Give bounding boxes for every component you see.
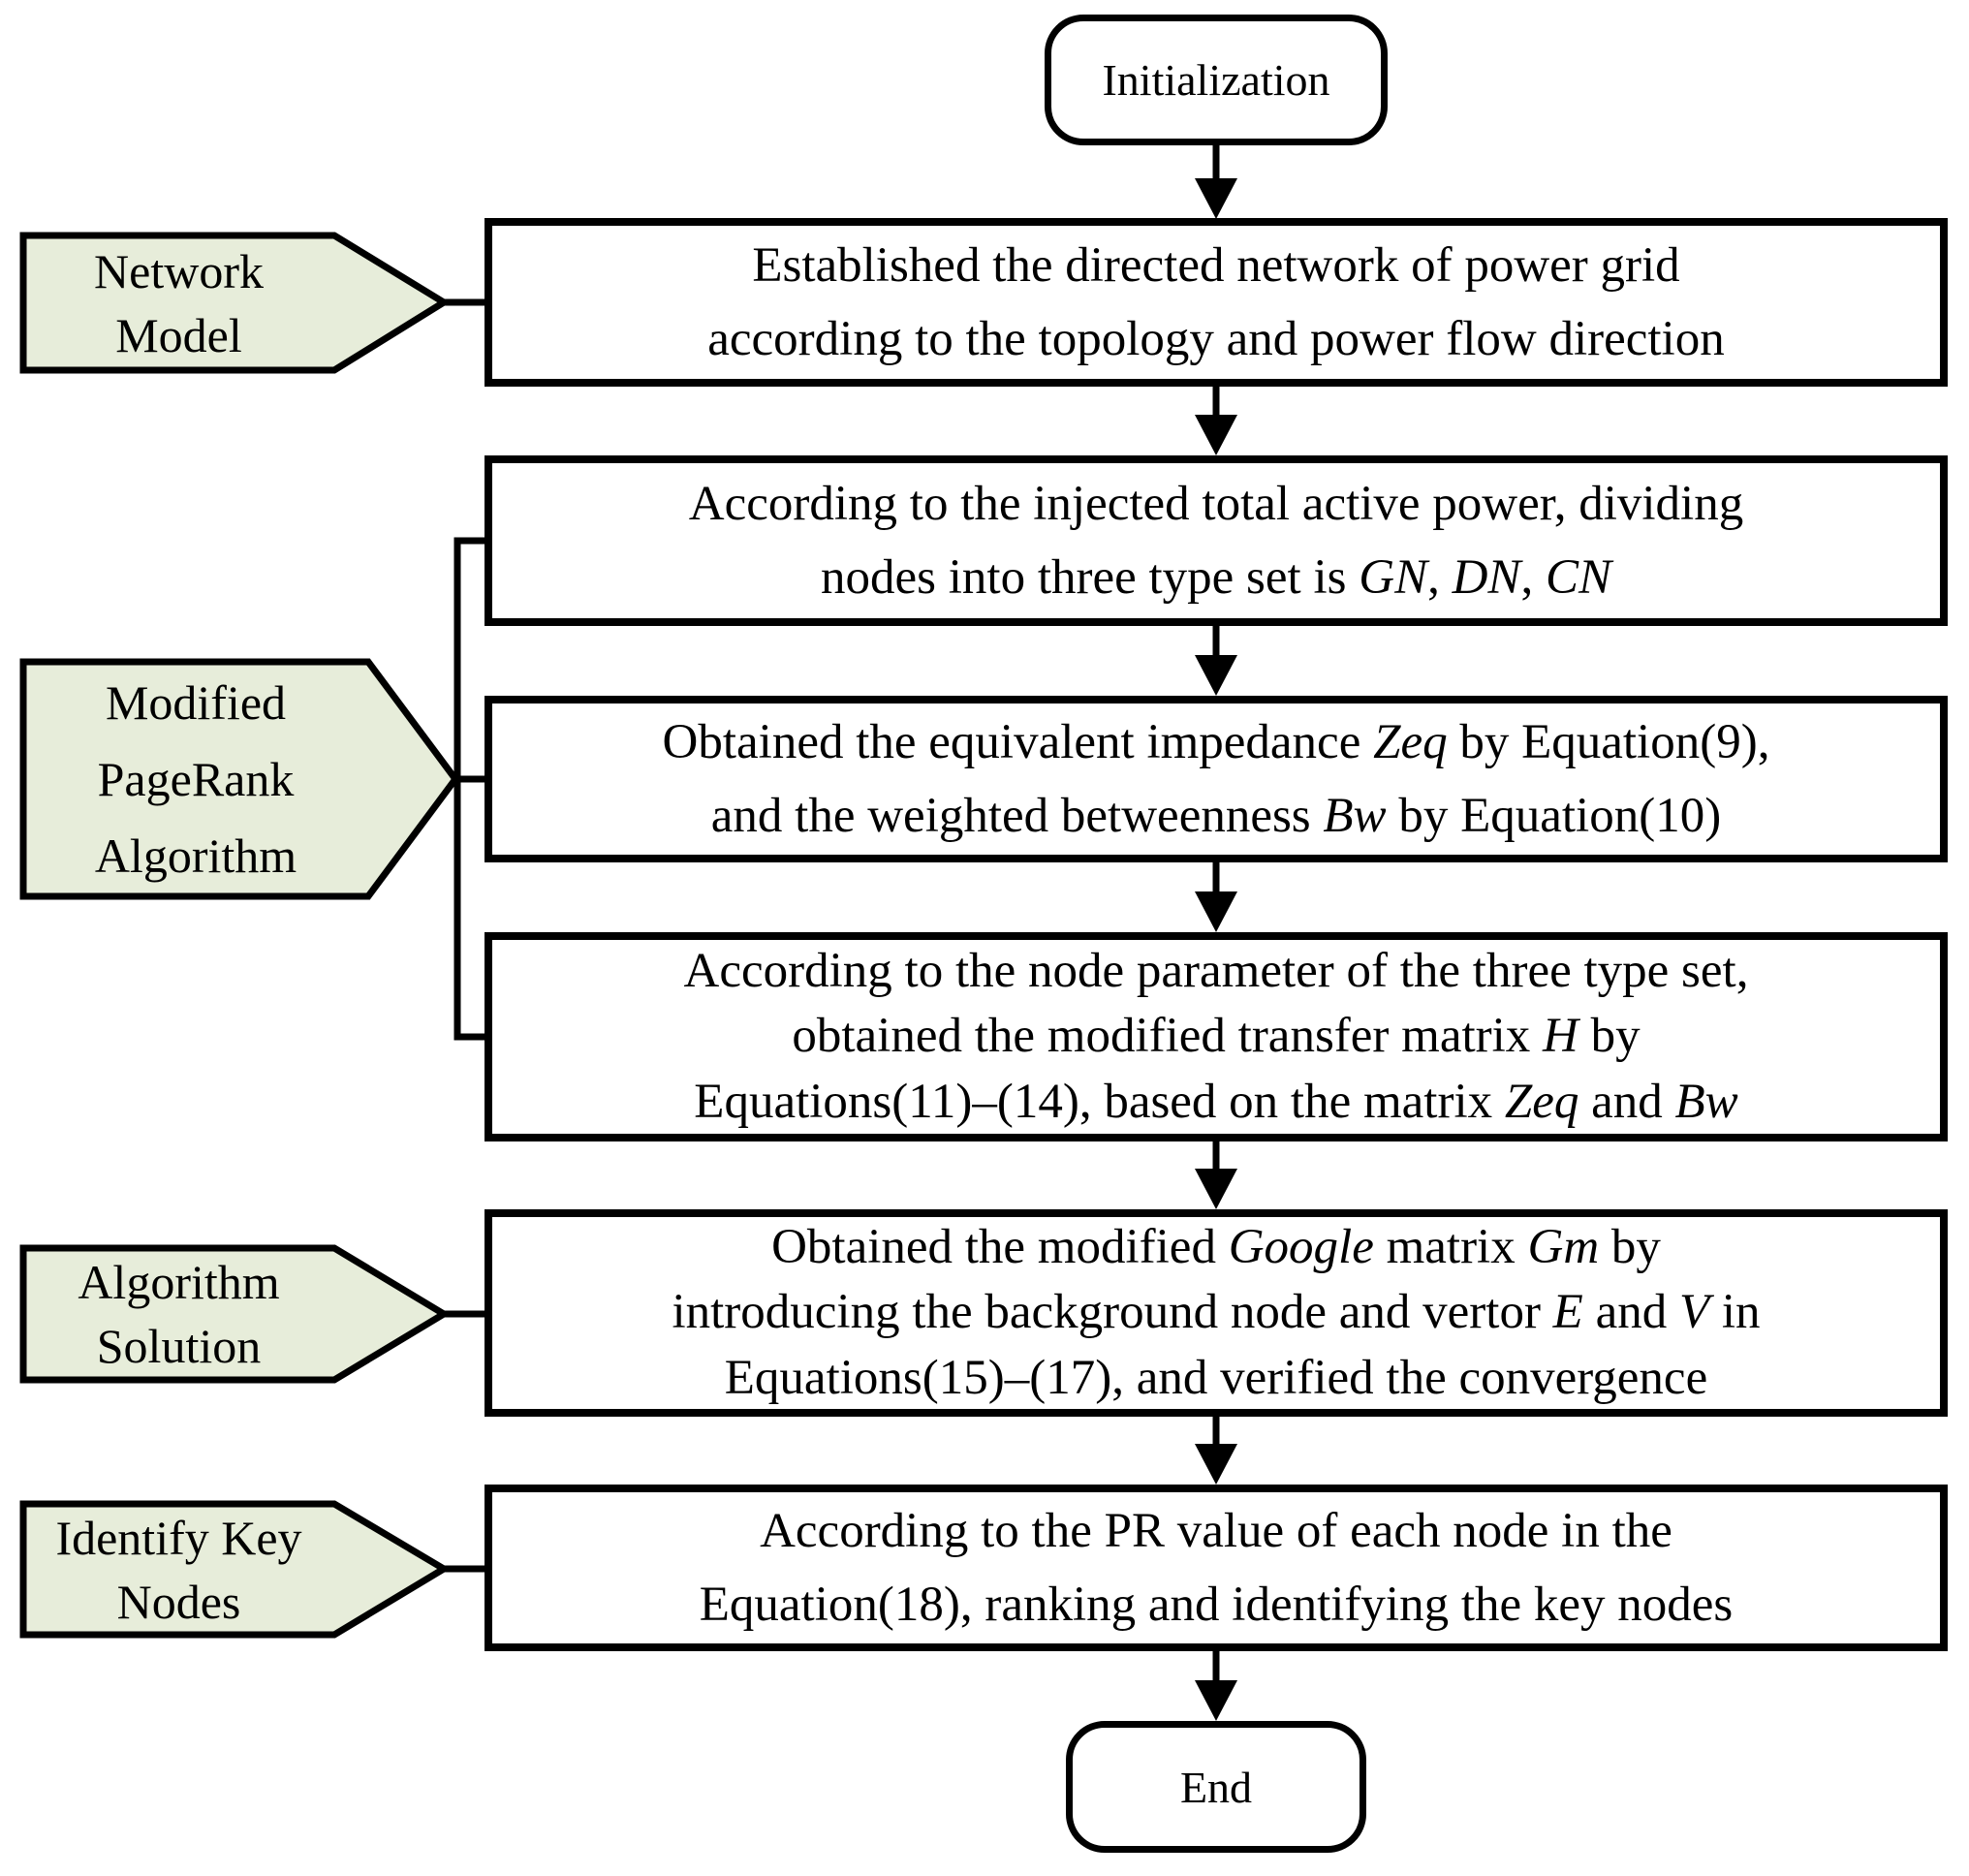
label-network-model: Network Model xyxy=(23,235,334,370)
step-transfer-matrix-text: According to the node parameter of the t… xyxy=(683,944,1749,1129)
flow-arrow-1 xyxy=(1195,145,1237,219)
step-rank-nodes: According to the PR value of each node i… xyxy=(484,1485,1948,1651)
label-line: Algorithm xyxy=(94,828,297,883)
step-divide-nodes-text: According to the injected total active p… xyxy=(688,476,1744,606)
flow-arrow-6 xyxy=(1195,1417,1237,1485)
pagerank-bracket xyxy=(453,537,488,1041)
label-line: Network xyxy=(94,243,264,298)
step-rank-nodes-text: According to the PR value of each node i… xyxy=(699,1503,1734,1633)
step-impedance-betweenness: Obtained the equivalent impedance Zeq by… xyxy=(484,696,1948,862)
step-impedance-betweenness-text: Obtained the equivalent impedance Zeq by… xyxy=(662,714,1770,844)
start-label: Initialization xyxy=(1102,55,1330,105)
label-line: Solution xyxy=(96,1319,262,1373)
label-modified-pagerank-algorithm: Modified PageRank Algorithm xyxy=(23,662,368,896)
label-line: Nodes xyxy=(116,1574,241,1629)
flow-arrow-2 xyxy=(1195,386,1237,455)
label-identify-key-nodes: Identify Key Nodes xyxy=(23,1504,334,1635)
label-line: PageRank xyxy=(97,751,295,806)
label-algorithm-solution: Algorithm Solution xyxy=(23,1248,334,1380)
step-build-network: Established the directed network of powe… xyxy=(484,218,1948,387)
step-google-matrix-text: Obtained the modified Google matrix Gm b… xyxy=(672,1220,1761,1405)
end-terminator: End xyxy=(1066,1721,1366,1853)
step-google-matrix: Obtained the modified Google matrix Gm b… xyxy=(484,1209,1948,1417)
label-line: Model xyxy=(115,307,242,362)
modified-pagerank-pentagon xyxy=(19,658,460,900)
flow-arrow-3 xyxy=(1195,625,1237,696)
label-line: Identify Key xyxy=(55,1510,302,1565)
start-terminator: Initialization xyxy=(1045,15,1388,145)
algorithm-solution-pentagon xyxy=(19,1244,451,1384)
identify-key-nodes-pentagon xyxy=(19,1500,451,1639)
step-divide-nodes: According to the injected total active p… xyxy=(484,455,1948,626)
step-transfer-matrix: According to the node parameter of the t… xyxy=(484,932,1948,1141)
network-model-pentagon xyxy=(19,232,451,374)
label-line: Modified xyxy=(105,674,287,730)
label-line: Algorithm xyxy=(78,1255,280,1309)
end-label: End xyxy=(1179,1762,1253,1812)
flow-arrow-5 xyxy=(1195,1141,1237,1209)
flow-arrow-7 xyxy=(1195,1649,1237,1721)
step-build-network-text: Established the directed network of powe… xyxy=(707,237,1725,367)
flow-arrow-4 xyxy=(1195,862,1237,932)
